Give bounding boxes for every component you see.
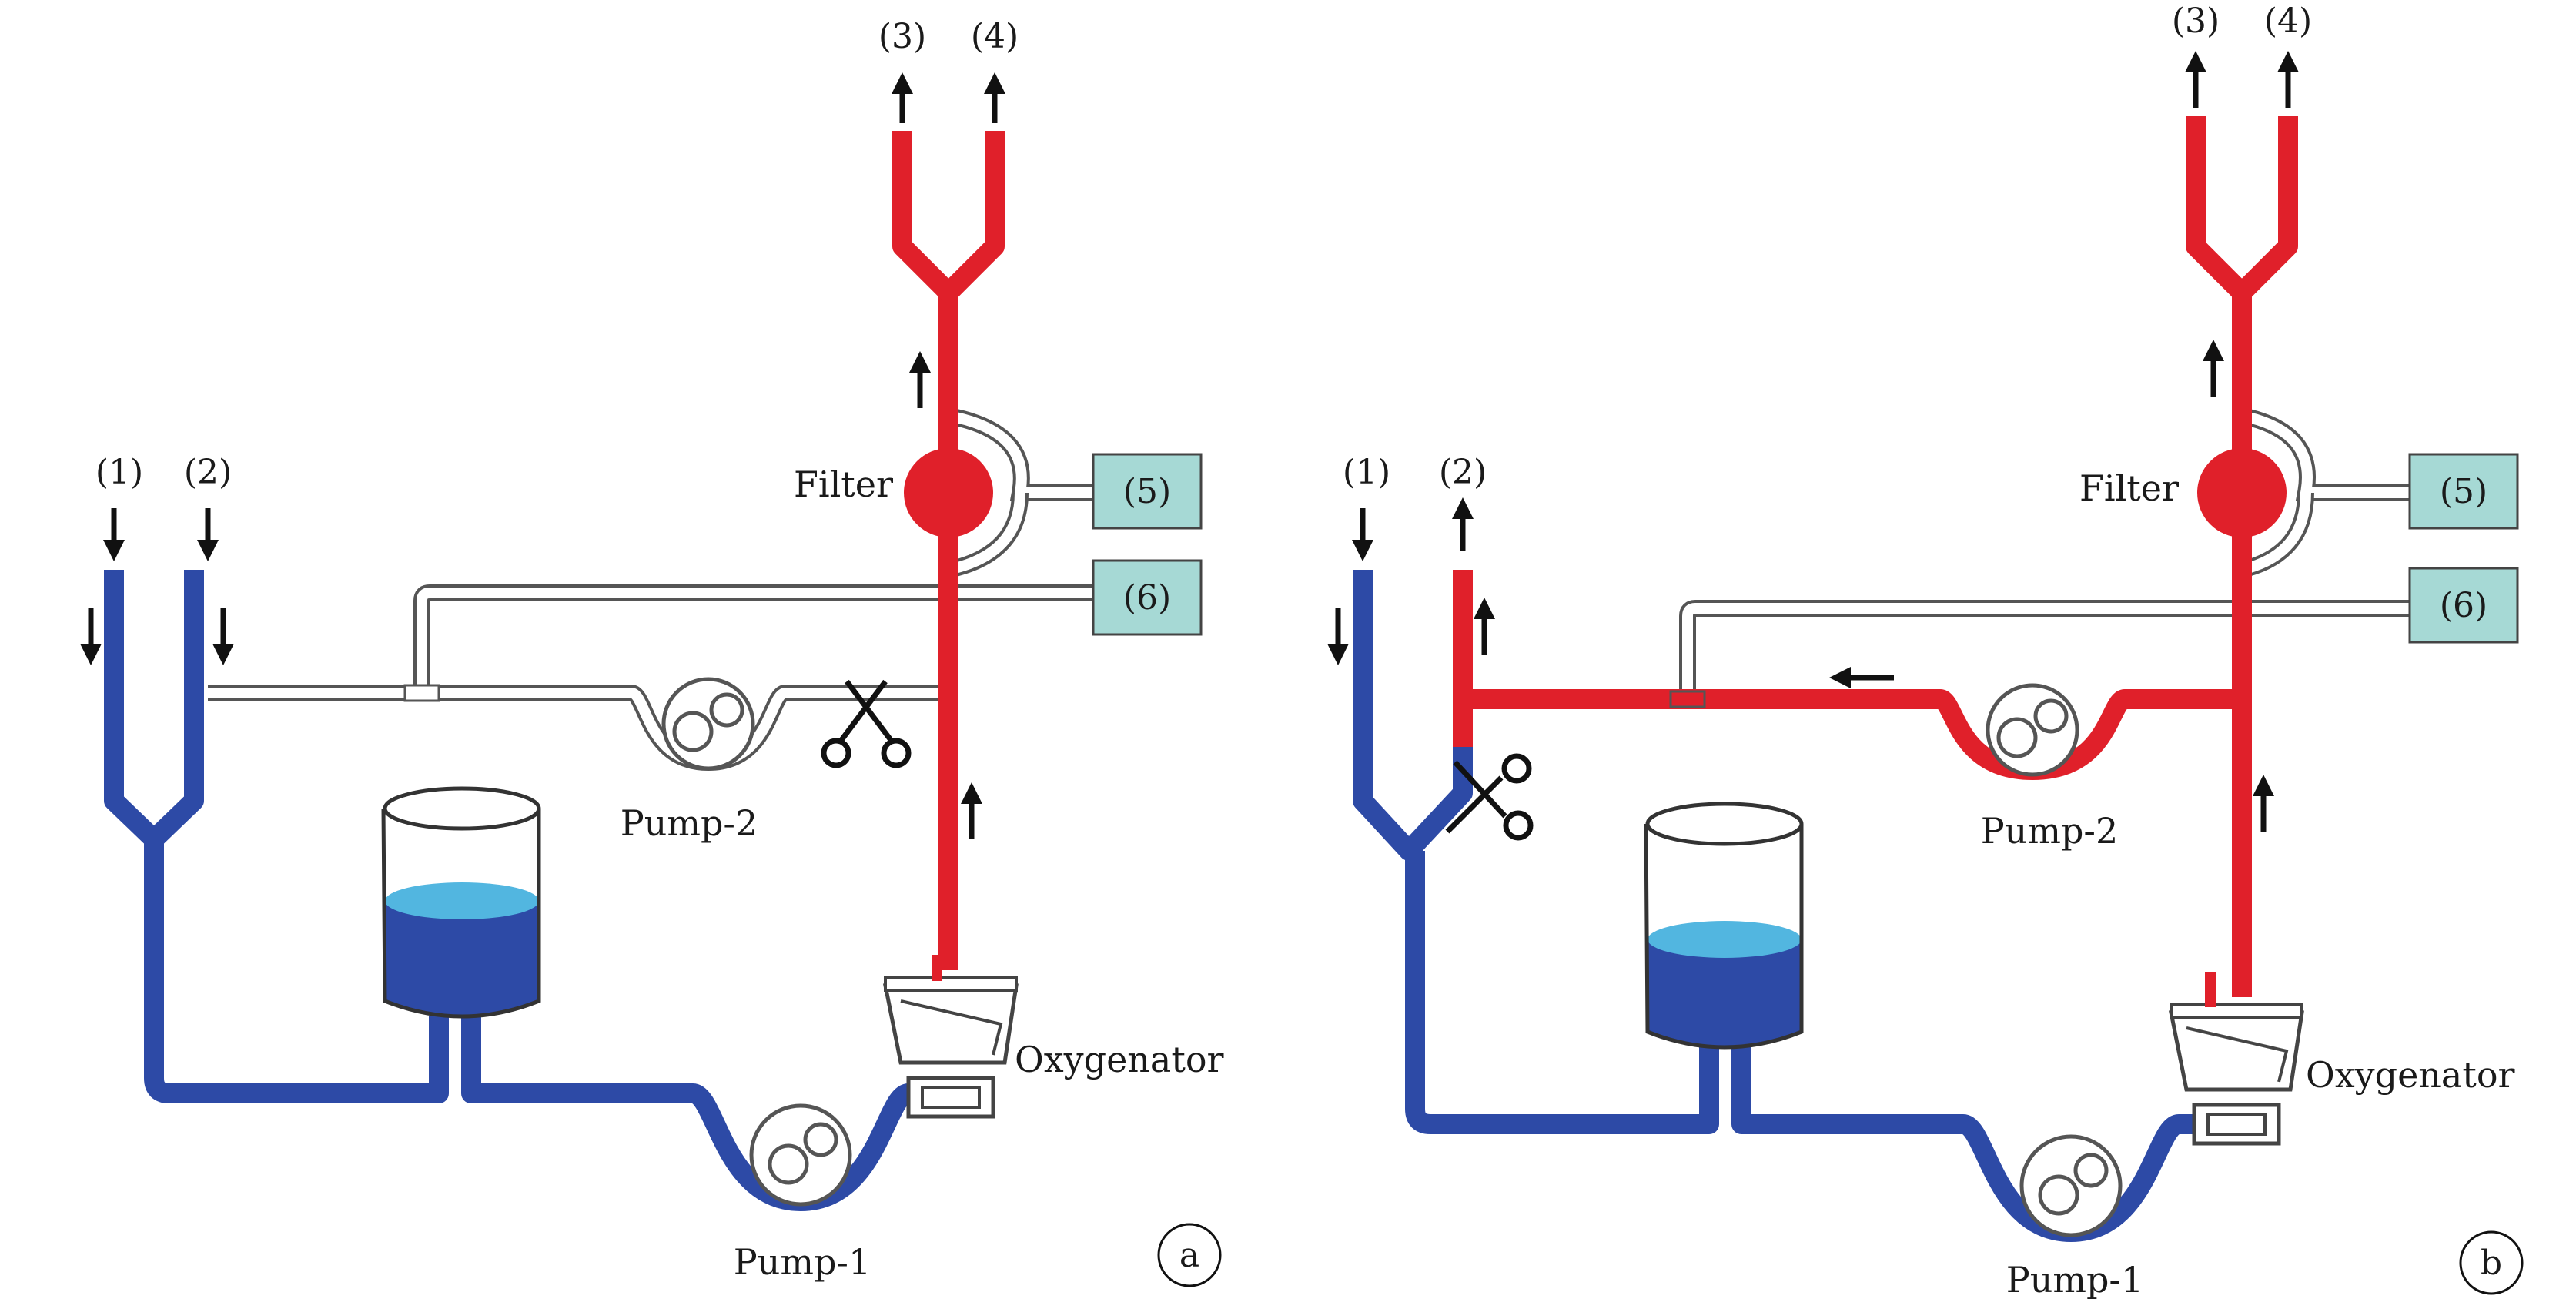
panel-a: (1) (2) (3) (4) Filter (5) (6) Pump-2 Pu… (80, 17, 1224, 1287)
port-2-label: (2) (1439, 453, 1487, 492)
box-6-label: (6) (2440, 586, 2487, 625)
filter-label: Filter (794, 464, 893, 505)
pressure-line-5 (2240, 407, 2410, 578)
pressure-line-5 (946, 407, 1093, 578)
box-5-label: (5) (1123, 472, 1171, 511)
arterial-line (892, 131, 1005, 970)
pump-1-label: Pump-1 (2006, 1259, 2143, 1299)
filter (904, 448, 993, 537)
port-4-label: (4) (2264, 2, 2312, 41)
oxygenator-label: Oxygenator (1015, 1039, 1224, 1080)
venous-line (1353, 570, 2194, 1242)
oxygenator (882, 955, 1019, 1119)
box-6-label: (6) (1123, 578, 1171, 618)
scissors-icon (821, 679, 912, 768)
scissors-icon (1445, 753, 1534, 841)
panel-badge: a (1157, 1223, 1222, 1287)
pump-2 (1986, 683, 2079, 777)
reservoir (381, 786, 541, 1019)
pressure-line-6 (1679, 600, 2410, 693)
box-6 (2408, 567, 2519, 644)
filter (2197, 448, 2287, 537)
oxygenator-label: Oxygenator (2306, 1054, 2515, 1096)
filter-label: Filter (2079, 467, 2179, 509)
box-6 (1092, 559, 1203, 636)
box-5 (2408, 453, 2519, 530)
pump-2-label: Pump-2 (621, 802, 758, 844)
oxygenator (2168, 972, 2304, 1146)
box-5 (1092, 453, 1203, 530)
pressure-line-6 (413, 584, 1093, 685)
panel-b: (1) (2) (3) (4) Filter (5) (6) Pump-2 Pu… (1327, 2, 2524, 1299)
pump-2-label: Pump-2 (1981, 810, 2118, 852)
port-4-label: (4) (971, 17, 1019, 56)
connector (1669, 690, 1706, 708)
port-1-label: (1) (95, 453, 143, 492)
port-1-label: (1) (1343, 453, 1390, 492)
connector (403, 684, 440, 702)
box-5-label: (5) (2440, 472, 2487, 511)
pump-1 (749, 1103, 852, 1207)
port-3-label: (3) (878, 17, 926, 56)
arterial-line (2186, 116, 2298, 997)
pump-2 (661, 677, 755, 771)
svg-text:a: a (1179, 1236, 1199, 1275)
pump-1 (2019, 1134, 2123, 1237)
reservoir (1644, 802, 1804, 1050)
pump-1-label: Pump-1 (734, 1241, 871, 1283)
panel-badge: b (2459, 1230, 2524, 1295)
port-2-label: (2) (184, 453, 232, 492)
svg-text:b: b (2481, 1244, 2502, 1283)
port-3-label: (3) (2172, 2, 2220, 41)
